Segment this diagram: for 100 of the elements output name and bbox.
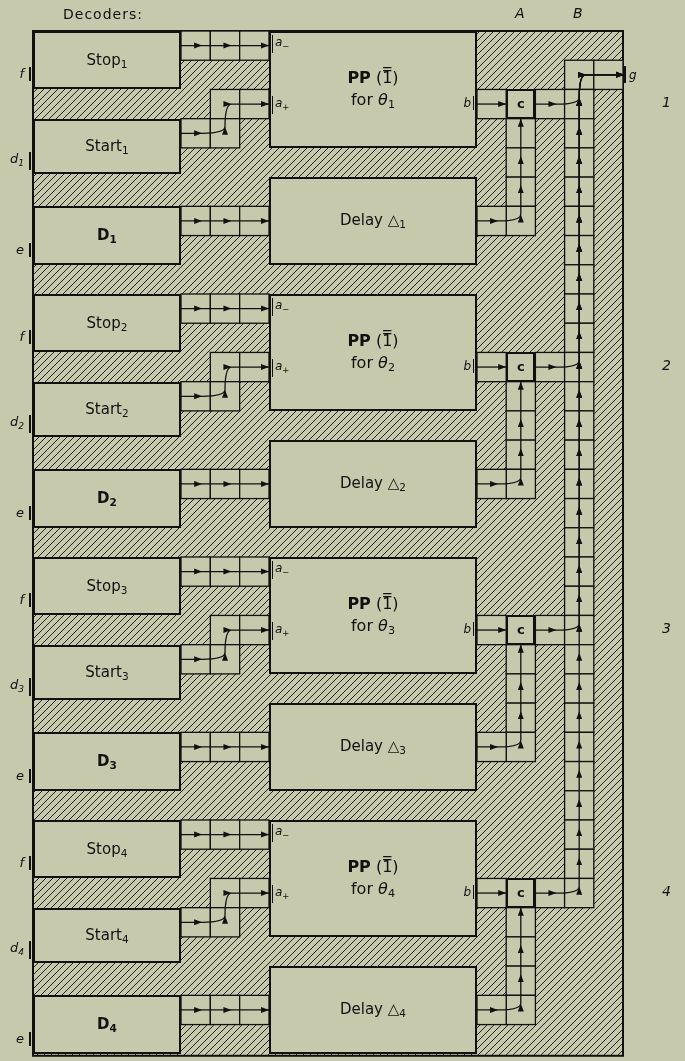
column-label: B <box>573 5 583 21</box>
process-box <box>269 294 477 411</box>
row-number: 1 <box>662 94 671 111</box>
process-box <box>269 557 477 674</box>
cell <box>506 615 536 645</box>
arrow <box>476 101 507 107</box>
arrow <box>476 644 524 750</box>
decoder-box <box>33 644 181 701</box>
arrow <box>180 101 270 137</box>
arrow <box>476 890 507 896</box>
box-label: Start$_{4}$ <box>85 924 129 947</box>
decoder-box <box>33 294 181 353</box>
port-label: e <box>16 768 31 783</box>
box-label: PP (1̿) <box>347 66 399 89</box>
arrow <box>180 627 270 663</box>
box-label: D$_{2}$ <box>97 487 117 510</box>
delay-box <box>269 177 477 265</box>
port-label: a$_{+}$ <box>272 96 290 114</box>
box-label: Delay △$_{3}$ <box>340 736 406 758</box>
cell <box>506 878 536 908</box>
arrow <box>180 218 270 224</box>
port-label: e <box>16 1031 31 1046</box>
port-label: a$_{+}$ <box>272 359 290 377</box>
box-label: Stop$_{1}$ <box>86 49 128 71</box>
box-label: for θ$_{1}$ <box>351 88 395 112</box>
arrow <box>180 890 270 926</box>
decoder-box <box>33 995 181 1054</box>
port-label: d$_{4}$ <box>9 941 31 959</box>
arrow <box>476 907 524 1013</box>
arrow <box>180 42 270 49</box>
port-label: b <box>463 359 474 374</box>
port-label: f <box>19 856 31 871</box>
port-label: d$_{3}$ <box>9 678 31 696</box>
box-label: for θ$_{4}$ <box>351 877 395 901</box>
port-label: a$_{+}$ <box>272 885 290 903</box>
box-label: Stop$_{2}$ <box>86 312 128 334</box>
box-label: c <box>516 95 525 113</box>
port-label: g <box>629 66 637 83</box>
arrow <box>180 568 270 575</box>
delay-box <box>269 966 477 1054</box>
box-label: c <box>516 358 525 376</box>
decoder-box <box>33 732 181 791</box>
port-label: f <box>19 330 31 345</box>
arrow <box>180 831 270 838</box>
box-label: Start$_{1}$ <box>85 135 129 158</box>
decoder-box <box>33 820 181 879</box>
decoder-box <box>33 206 181 265</box>
box-label: D$_{3}$ <box>97 750 117 773</box>
box-label: Delay △$_{4}$ <box>340 999 406 1021</box>
box-label: c <box>516 621 525 639</box>
arrow <box>180 1007 270 1013</box>
arrow <box>180 364 270 400</box>
box-label: PP (1̿) <box>347 329 399 352</box>
process-box <box>269 820 477 937</box>
box-label: Stop$_{3}$ <box>86 575 128 597</box>
process-box <box>269 31 477 148</box>
box-label: for θ$_{3}$ <box>351 614 395 638</box>
box-label: Start$_{2}$ <box>85 398 129 421</box>
column-label: A <box>515 5 525 21</box>
arrow <box>476 627 507 633</box>
box-label: PP (1̿) <box>347 855 399 878</box>
arrow <box>180 744 270 750</box>
box-label: Start$_{3}$ <box>85 661 129 684</box>
heading: Decoders: <box>63 6 143 22</box>
box-label: Stop$_{4}$ <box>86 838 128 860</box>
arrow <box>180 481 270 487</box>
port-label: e <box>16 505 31 520</box>
row-number: 4 <box>662 883 671 900</box>
port-label: a$_{−}$ <box>272 824 290 842</box>
decoder-box <box>33 469 181 528</box>
box-label: PP (1̿) <box>347 592 399 615</box>
box-label: Delay △$_{2}$ <box>340 473 406 495</box>
decoder-box <box>33 381 181 438</box>
arrow <box>534 71 625 896</box>
port-label: a$_{−}$ <box>272 35 290 53</box>
decoder-box <box>33 118 181 175</box>
arrow <box>476 364 507 370</box>
port-label: a$_{−}$ <box>272 298 290 316</box>
port-label: e <box>16 242 31 257</box>
box-label: D$_{1}$ <box>97 224 117 247</box>
decoder-box <box>33 31 181 90</box>
arrow <box>476 118 524 224</box>
decoder-box <box>33 907 181 964</box>
box-label: D$_{4}$ <box>97 1013 117 1036</box>
port-label: d$_{2}$ <box>9 415 31 433</box>
arrow <box>180 305 270 312</box>
delay-box <box>269 703 477 791</box>
port-label: b <box>463 622 474 637</box>
row-number: 3 <box>662 620 671 637</box>
box-label: c <box>516 884 525 902</box>
decoder-box <box>33 557 181 616</box>
row-number: 2 <box>662 357 671 374</box>
port-label: f <box>19 67 31 82</box>
port-label: a$_{+}$ <box>272 622 290 640</box>
cell <box>506 89 536 119</box>
delay-box <box>269 440 477 528</box>
port-label: d$_{1}$ <box>9 152 31 170</box>
port-label: f <box>19 593 31 608</box>
port-label: a$_{−}$ <box>272 561 290 579</box>
box-label: Delay △$_{1}$ <box>340 210 406 232</box>
